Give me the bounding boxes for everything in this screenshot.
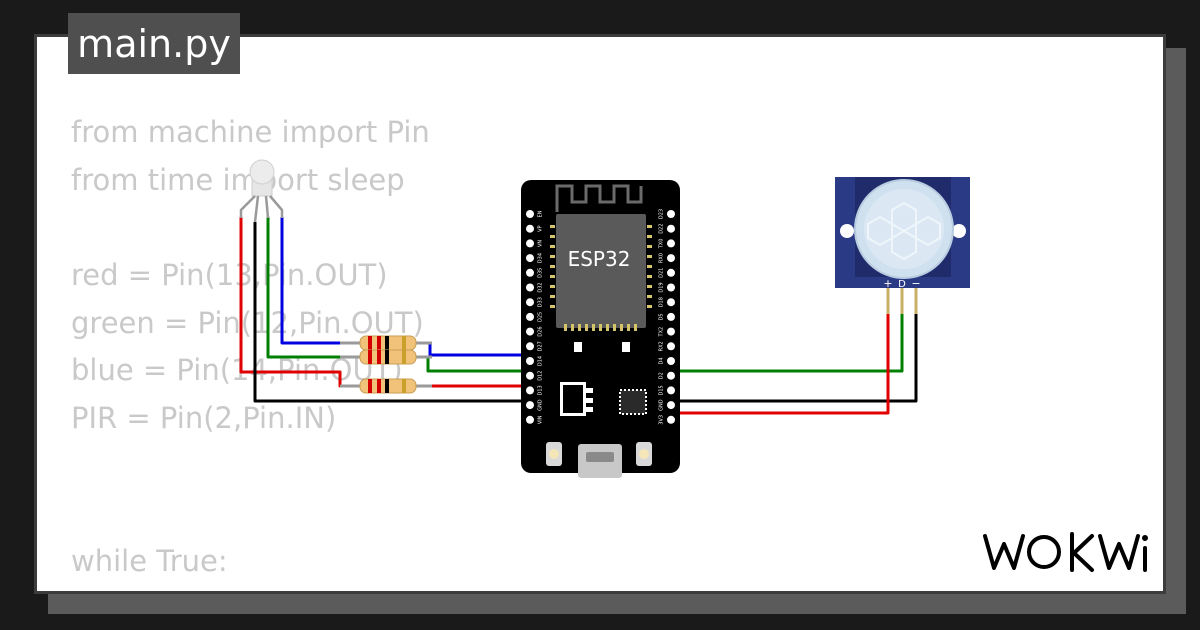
pin-hole[interactable] — [667, 312, 675, 321]
pin-hole[interactable] — [667, 401, 675, 410]
pin-label: D32 — [538, 282, 544, 292]
pin-hole[interactable] — [667, 268, 675, 277]
file-tab[interactable]: main.py — [68, 13, 240, 74]
pin-label: D22 — [659, 224, 665, 234]
pin-label: D5 — [659, 313, 665, 320]
pin-label: TX2 — [659, 327, 665, 338]
pin-label: D21 — [659, 268, 665, 278]
pin-hole[interactable] — [667, 254, 675, 263]
pin-label: D23 — [659, 209, 665, 219]
pir-pin-data-label: D — [898, 279, 906, 290]
pin-label: D2 — [659, 372, 665, 379]
pin-label: VN — [538, 240, 544, 247]
pin-hole[interactable] — [667, 224, 675, 233]
pin-hole[interactable] — [667, 357, 675, 365]
pin-hole[interactable] — [526, 357, 534, 365]
pin-label: VP — [538, 225, 544, 231]
resistor[interactable] — [340, 349, 432, 365]
pin-label: D35 — [538, 268, 544, 278]
pin-hole[interactable] — [526, 268, 534, 277]
wire-black-led — [253, 222, 530, 403]
pin-hole[interactable] — [526, 210, 534, 218]
pin-hole[interactable] — [526, 224, 534, 233]
pin-label: EN — [538, 210, 544, 217]
pin-label: D33 — [538, 297, 544, 307]
wire-black-pir — [671, 312, 918, 403]
pin-hole[interactable] — [526, 254, 534, 263]
pin-label: GND — [659, 399, 665, 411]
pin-label: D4 — [659, 357, 665, 364]
pin-hole[interactable] — [526, 327, 534, 336]
pin-hole[interactable] — [667, 327, 675, 336]
wire-blue — [280, 217, 530, 357]
code-line: red = Pin(13,Pin.OUT) — [71, 258, 388, 293]
esp32-board[interactable]: ESP32 — [521, 180, 680, 478]
pir-pin-vcc-label: + — [883, 277, 892, 290]
pin-label: D26 — [538, 326, 544, 336]
wire-red-pir — [671, 312, 890, 415]
pin-hole[interactable] — [667, 415, 675, 424]
pin-hole[interactable] — [526, 239, 534, 248]
pin-hole[interactable] — [667, 210, 675, 218]
pin-label: 3V3 — [659, 415, 665, 425]
pin-hole[interactable] — [526, 386, 534, 395]
pin-label: D19 — [659, 282, 665, 292]
pin-hole[interactable] — [667, 342, 675, 351]
pin-hole[interactable] — [526, 371, 534, 380]
pin-label: D27 — [538, 341, 544, 351]
wokwi-logo — [983, 532, 1148, 572]
code-line: while True: — [71, 544, 228, 579]
pin-label: D25 — [538, 312, 544, 322]
code-line: from machine import Pin — [71, 115, 430, 149]
pin-hole[interactable] — [526, 401, 534, 410]
chip-label: ESP32 — [568, 247, 631, 271]
pin-hole[interactable] — [667, 283, 675, 292]
pin-hole[interactable] — [526, 298, 534, 307]
pin-label: D34 — [538, 253, 544, 263]
pin-hole[interactable] — [667, 371, 675, 380]
pin-hole[interactable] — [526, 312, 534, 321]
code-line: green = Pin(12,Pin.OUT) — [71, 305, 424, 340]
rgb-led[interactable] — [239, 159, 284, 223]
pin-hole[interactable] — [526, 342, 534, 351]
pin-label: TX0 — [659, 239, 665, 250]
pin-label: D14 — [538, 356, 544, 366]
pin-label: D13 — [538, 385, 544, 395]
pin-label: VIN — [538, 415, 544, 424]
pin-hole[interactable] — [667, 386, 675, 395]
pir-pin-gnd-label: − — [911, 277, 920, 290]
pin-label: D12 — [538, 371, 544, 381]
pir-sensor[interactable]: + D − — [835, 177, 970, 314]
pin-hole[interactable] — [667, 239, 675, 248]
pin-label: RX2 — [659, 341, 665, 351]
pin-hole[interactable] — [526, 283, 534, 292]
resistor[interactable] — [340, 335, 432, 351]
code-line: PIR = Pin(2,Pin.IN) — [71, 401, 337, 436]
pin-label: GND — [538, 399, 544, 411]
pin-hole[interactable] — [667, 298, 675, 307]
code-background: from machine import Pin from time import… — [71, 109, 430, 591]
pin-label: D18 — [659, 297, 665, 307]
resistor[interactable] — [340, 378, 432, 394]
pin-label: D15 — [659, 385, 665, 395]
wire-green-pir — [671, 312, 904, 373]
pin-label: RX0 — [659, 253, 665, 263]
pin-hole[interactable] — [526, 415, 534, 424]
